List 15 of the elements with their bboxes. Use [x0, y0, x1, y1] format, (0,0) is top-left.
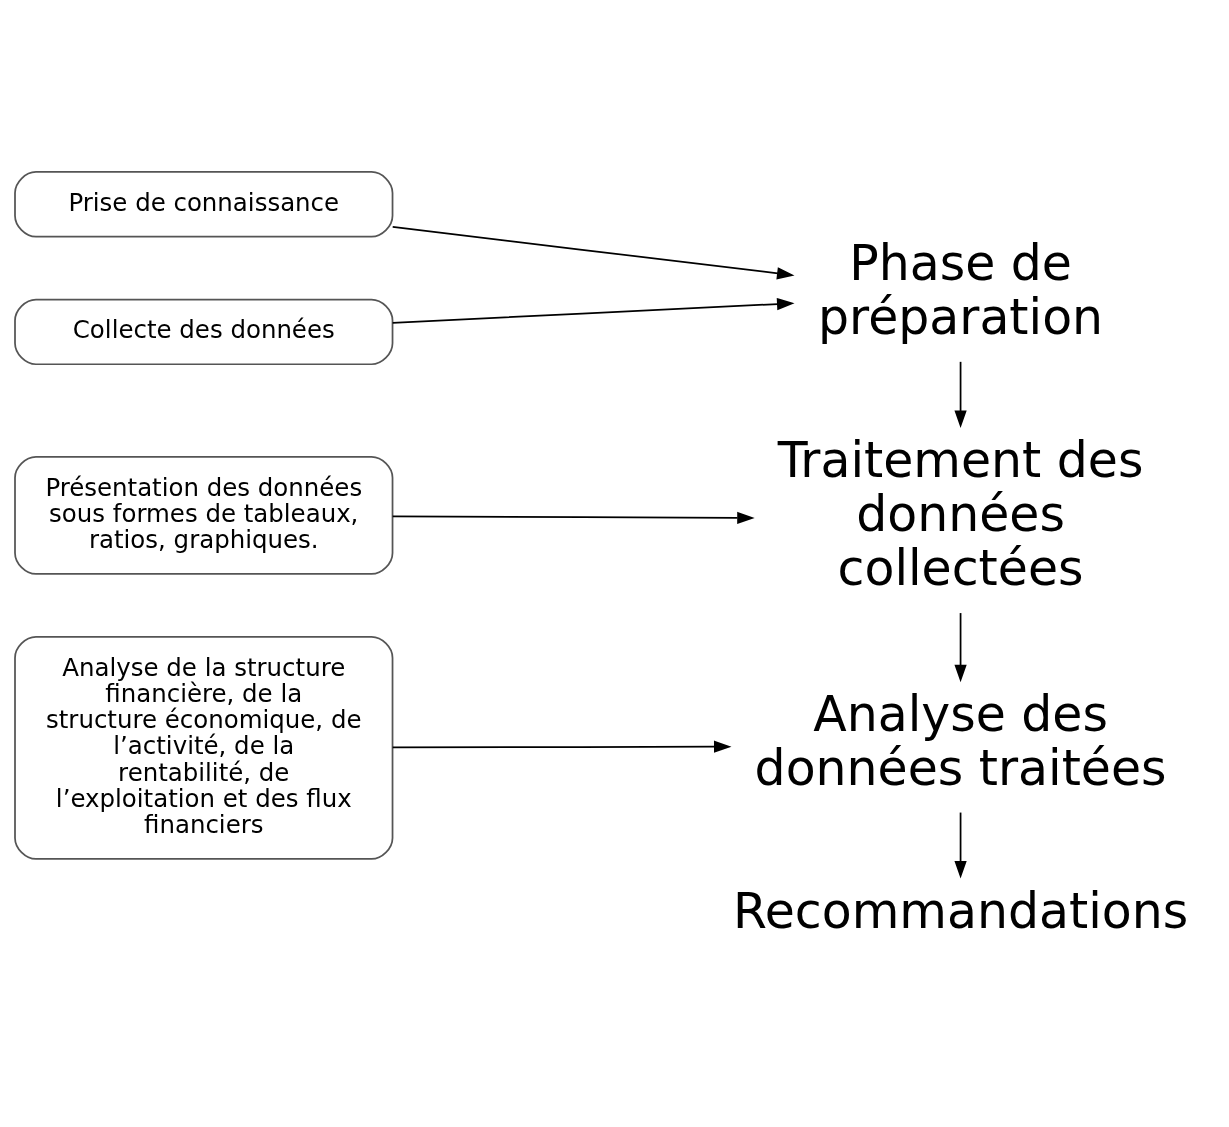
arrow [954, 360, 967, 429]
node-box: Présentation des données sous formes de tableaux, ratios, graphiques. [14, 456, 394, 575]
node-text: Traitement des données collectées [777, 431, 1144, 598]
arrow [391, 226, 795, 280]
node-box: Analyse de la structure financière, de la structure économique, de l’activité, de la rentabilité, de l’exploitation et des flux financiers [14, 636, 394, 860]
node-box: Prise de connaissance [14, 171, 394, 238]
arrow [391, 297, 795, 324]
arrow [391, 511, 755, 524]
arrow [954, 612, 967, 683]
node-text: Analyse des données traitées [754, 686, 1167, 798]
node-box: Collecte des données [14, 298, 394, 366]
node-text: Recommandations [732, 882, 1189, 940]
node-text: Phase de préparation [818, 235, 1104, 347]
arrow [391, 740, 732, 753]
arrow [954, 811, 967, 879]
